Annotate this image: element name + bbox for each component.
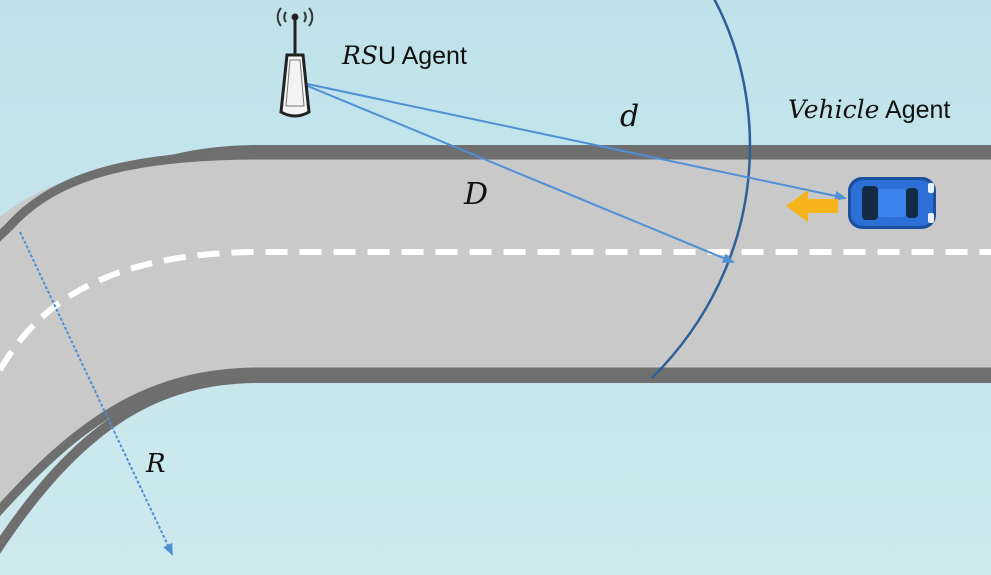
heading-arrow-icon bbox=[786, 190, 838, 222]
range-arc bbox=[651, 0, 752, 379]
vehicle-car-icon bbox=[848, 177, 936, 229]
road-surface bbox=[0, 158, 991, 510]
distance-arrow-d bbox=[297, 81, 847, 201]
road-bottom-edge bbox=[0, 367, 991, 517]
rsu-agent-label-rest: U Agent bbox=[378, 42, 467, 70]
rsu-agent-label: RSU Agent bbox=[341, 41, 467, 70]
rsu-agent-label-italic: RS bbox=[341, 41, 378, 70]
distance-label-big-d: D bbox=[463, 177, 488, 212]
vehicle-agent-label: Vehicle Agent bbox=[788, 95, 950, 124]
radius-label-r: R bbox=[145, 449, 166, 479]
road bbox=[0, 145, 991, 554]
radius-line-r bbox=[19, 231, 173, 556]
rsu-antenna-icon bbox=[276, 7, 314, 118]
road-left-cap bbox=[0, 224, 12, 242]
lane-divider bbox=[0, 249, 991, 372]
distance-arrow-big-d bbox=[297, 81, 735, 263]
vehicle-agent-label-rest: Agent bbox=[879, 96, 950, 124]
distance-label-d: d bbox=[620, 99, 639, 134]
road-top-edge bbox=[4, 150, 991, 231]
vehicle-agent-label-italic: Vehicle bbox=[788, 95, 879, 124]
